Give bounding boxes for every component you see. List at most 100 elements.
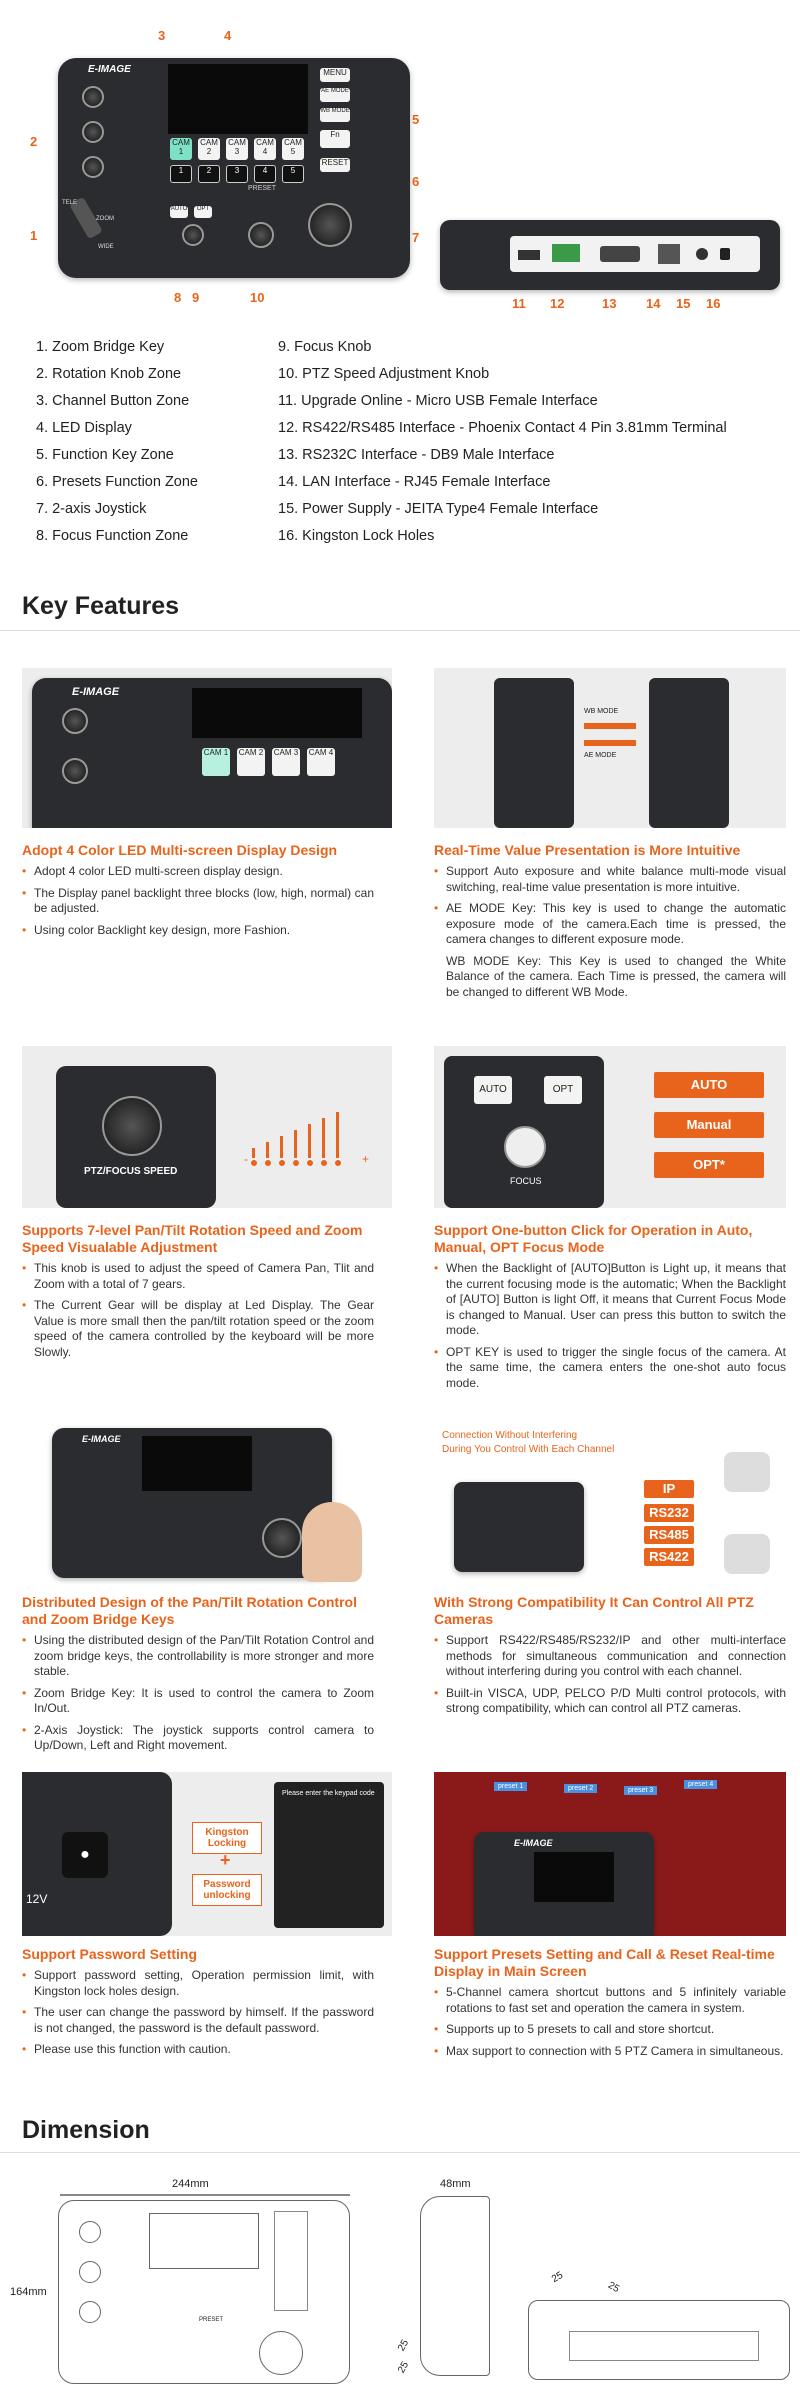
wb-mode-label: WB MODE bbox=[584, 708, 619, 715]
part-item: 15. Power Supply - JEITA Type4 Female In… bbox=[278, 501, 599, 517]
ptz-speed-knob bbox=[248, 222, 274, 248]
callout-label: 11 bbox=[512, 296, 526, 311]
lock-icon: ● bbox=[62, 1832, 108, 1878]
rear-port-panel bbox=[510, 236, 760, 272]
display-outline bbox=[149, 2213, 259, 2269]
focus-knob bbox=[504, 1126, 546, 1168]
phoenix-terminal bbox=[552, 244, 580, 262]
callout-label: 7 bbox=[412, 230, 420, 245]
led-display bbox=[142, 1436, 252, 1491]
focus-mode-image: AUTO OPT FOCUS AUTO Manual OPT* bbox=[434, 1046, 786, 1208]
feature-distributed-design: Distributed Design of the Pan/Tilt Rotat… bbox=[22, 1594, 374, 1760]
part-item: 14. LAN Interface - RJ45 Female Interfac… bbox=[278, 474, 551, 490]
focus-label: FOCUS bbox=[510, 1176, 542, 1186]
callout-label: 6 bbox=[412, 174, 420, 189]
preset-tag: preset 2 bbox=[564, 1784, 598, 1793]
feature-bullet: Support RS422/RS485/RS232/IP and other m… bbox=[434, 1633, 786, 1680]
callout-label: 13 bbox=[602, 296, 617, 311]
callout-label: 2 bbox=[30, 134, 38, 149]
part-item: 4. LED Display bbox=[36, 420, 132, 436]
callout-label: 9 bbox=[192, 290, 200, 305]
mode-manual-badge: Manual bbox=[654, 1112, 764, 1138]
callout-label: 5 bbox=[412, 112, 420, 127]
usb-port bbox=[518, 250, 540, 260]
zoom-label: ZOOM bbox=[96, 216, 114, 222]
height-dimension-label: 164mm bbox=[10, 2286, 47, 2298]
interface-badge-rs422: RS422 bbox=[644, 1548, 694, 1566]
feature-compatibility: With Strong Compatibility It Can Control… bbox=[434, 1594, 786, 1723]
speed-level-bar bbox=[336, 1112, 339, 1158]
led-display bbox=[168, 64, 308, 134]
cam-button: CAM 4 bbox=[254, 138, 276, 160]
cam-button: CAM 2 bbox=[198, 138, 220, 160]
speed-level-dot bbox=[265, 1160, 271, 1166]
callout-label: 1 bbox=[30, 228, 38, 243]
speed-level-bar bbox=[322, 1118, 325, 1158]
preset-button: 2 bbox=[198, 165, 220, 183]
part-item: 10. PTZ Speed Adjustment Knob bbox=[278, 366, 490, 382]
feature-bullet: Zoom Bridge Key: It is used to control t… bbox=[22, 1686, 374, 1717]
function-keys-outline bbox=[274, 2211, 308, 2311]
angle-label: 25 bbox=[605, 2279, 622, 2296]
callout-label: 10 bbox=[250, 290, 265, 305]
speed-level-bar bbox=[308, 1124, 311, 1158]
menu-key: MENU bbox=[320, 68, 350, 82]
rotation-knob bbox=[82, 86, 104, 108]
kingston-locking-label: Kingston Locking bbox=[192, 1822, 262, 1854]
distributed-design-image: E-IMAGE bbox=[22, 1422, 392, 1584]
wb-mode-key: WB MODE bbox=[320, 108, 350, 122]
cam-button: CAM 3 bbox=[272, 748, 300, 776]
ae-mode-label: AE MODE bbox=[584, 752, 617, 759]
speed-level-dot bbox=[279, 1160, 285, 1166]
ae-mode-key: AE MODE bbox=[320, 88, 350, 102]
knob-outline bbox=[79, 2261, 101, 2283]
auto-key: AUTO bbox=[474, 1076, 512, 1104]
angle-label: 25 bbox=[396, 2337, 412, 2354]
part-item: 9. Focus Knob bbox=[278, 339, 372, 355]
controller-front-image: E-IMAGE CAM 1 CAM 2 CAM 3 CAM 4 CAM 5 1 … bbox=[58, 58, 410, 278]
feature-bullet: The Display panel backlight three blocks… bbox=[22, 886, 374, 917]
feature-title: Support Presets Setting and Call & Reset… bbox=[434, 1946, 775, 1979]
callout-label: 8 bbox=[174, 290, 182, 305]
side-outline-drawing bbox=[420, 2196, 490, 2376]
rear-outline-drawing bbox=[528, 2300, 790, 2380]
divider bbox=[0, 2152, 800, 2153]
mode-switch-image: WB MODE AE MODE bbox=[434, 668, 786, 828]
preset-button: 5 bbox=[282, 165, 304, 183]
speed-level-dot bbox=[293, 1160, 299, 1166]
plus-icon: + bbox=[220, 1850, 231, 1870]
auto-key: AUTO bbox=[170, 206, 188, 218]
feature-paragraph: WB MODE Key: This Key is used to changed… bbox=[446, 953, 786, 999]
keypad-prompt: Please enter the keypad code bbox=[282, 1790, 375, 1797]
preset-tag: preset 1 bbox=[494, 1782, 528, 1791]
feature-title: With Strong Compatibility It Can Control… bbox=[434, 1594, 754, 1627]
width-dimension-line bbox=[60, 2194, 350, 2196]
feature-bullet: 5-Channel camera shortcut buttons and 5 … bbox=[434, 1985, 786, 2016]
interface-badge-rs232: RS232 bbox=[644, 1504, 694, 1522]
opt-key: OPT bbox=[544, 1076, 582, 1104]
opt-key: OPT bbox=[194, 206, 212, 218]
part-item: 2. Rotation Knob Zone bbox=[36, 366, 182, 382]
front-outline-drawing: PRESET bbox=[58, 2200, 350, 2384]
part-item: 11. Upgrade Online - Micro USB Female In… bbox=[278, 393, 598, 409]
feature-bullet: Adopt 4 color LED multi-screen display d… bbox=[22, 864, 374, 880]
feature-bullet: 2-Axis Joystick: The joystick supports c… bbox=[22, 1723, 374, 1754]
knob-outline bbox=[79, 2221, 101, 2243]
feature-title: Supports 7-level Pan/Tilt Rotation Speed… bbox=[22, 1222, 363, 1255]
tele-label: TELE bbox=[62, 200, 78, 206]
interface-badge-rs485: RS485 bbox=[644, 1526, 694, 1544]
speed-level-dot bbox=[335, 1160, 341, 1166]
part-item: 3. Channel Button Zone bbox=[36, 393, 190, 409]
minus-icon: - bbox=[244, 1152, 248, 1166]
depth-dimension-label: 48mm bbox=[440, 2178, 471, 2190]
feature-presets: Support Presets Setting and Call & Reset… bbox=[434, 1946, 786, 2065]
ptz-camera-image bbox=[724, 1534, 770, 1574]
rj45-port bbox=[658, 244, 680, 264]
feature-bullet: When the Backlight of [AUTO]Button is Li… bbox=[434, 1261, 786, 1339]
feature-ptz-speed: Supports 7-level Pan/Tilt Rotation Speed… bbox=[22, 1222, 374, 1366]
callout-label: 4 bbox=[224, 28, 232, 43]
feature-focus-mode: Support One-button Click for Operation i… bbox=[434, 1222, 786, 1397]
speed-level-dot bbox=[251, 1160, 257, 1166]
lock-icon bbox=[720, 248, 730, 260]
feature-led-display: Adopt 4 Color LED Multi-screen Display D… bbox=[22, 842, 374, 944]
